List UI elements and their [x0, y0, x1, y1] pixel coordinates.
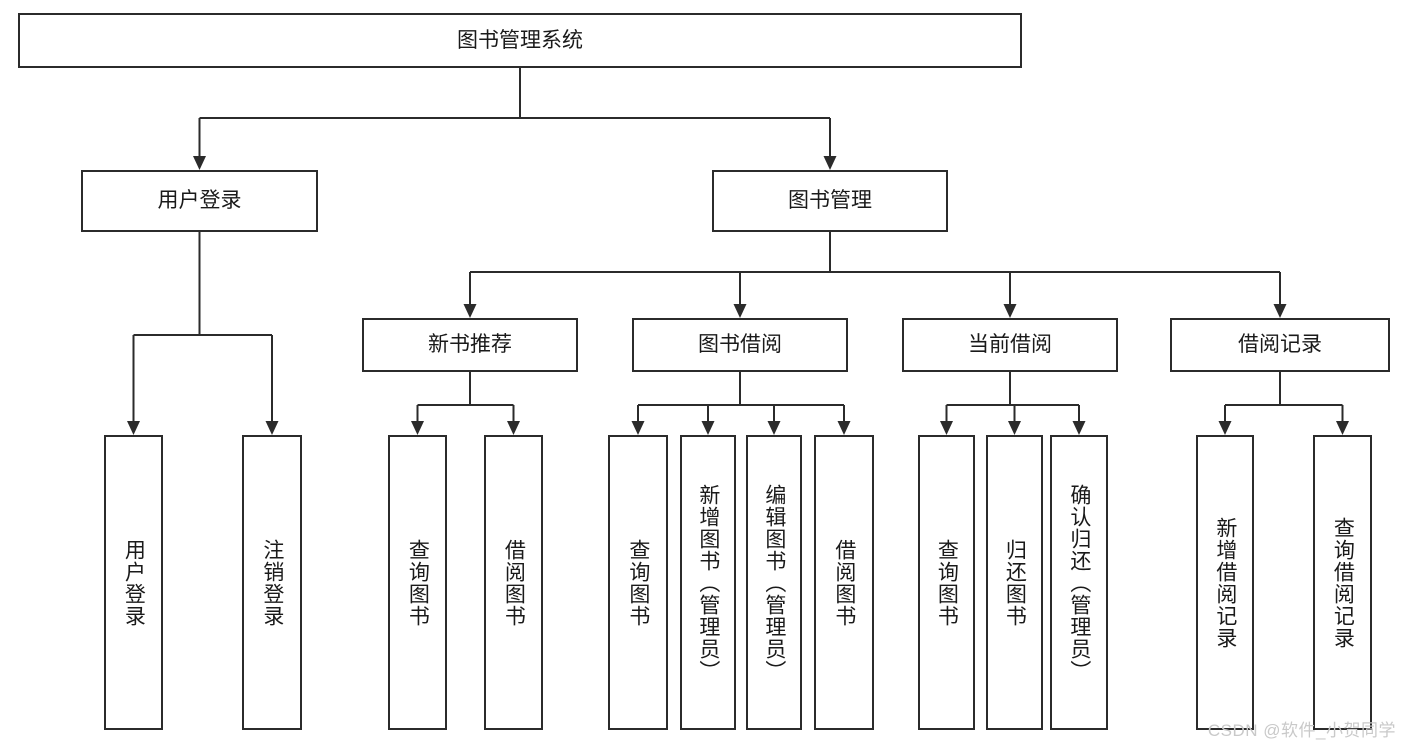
node-label: 借阅记录 [1238, 333, 1322, 357]
node-leaf-cb-return[interactable]: 归还图书 [986, 435, 1043, 730]
node-leaf-bb-borrow[interactable]: 借阅图书 [814, 435, 874, 730]
node-label: 新增图书（管理员） [696, 483, 720, 682]
node-label: 查询图书 [935, 538, 959, 627]
node-leaf-bb-query[interactable]: 查询图书 [608, 435, 668, 730]
node-label: 查询借阅记录 [1331, 516, 1355, 649]
node-leaf-user-logout[interactable]: 注销登录 [242, 435, 302, 730]
node-book-borrow[interactable]: 图书借阅 [632, 318, 848, 372]
node-new-book-rec[interactable]: 新书推荐 [362, 318, 578, 372]
node-leaf-br-add[interactable]: 新增借阅记录 [1196, 435, 1254, 730]
node-label: 用户登录 [157, 189, 242, 213]
node-label: 用户登录 [122, 538, 146, 627]
node-label: 借阅图书 [832, 538, 856, 627]
node-label: 图书管理 [788, 189, 872, 213]
node-leaf-cb-confirm[interactable]: 确认归还（管理员） [1050, 435, 1108, 730]
node-label: 新增借阅记录 [1213, 516, 1237, 649]
node-label: 新书推荐 [428, 333, 512, 357]
node-label: 借阅图书 [502, 538, 526, 627]
node-leaf-cb-query[interactable]: 查询图书 [918, 435, 975, 730]
node-current-borrow[interactable]: 当前借阅 [902, 318, 1118, 372]
node-user-login[interactable]: 用户登录 [81, 170, 318, 232]
node-label: 确认归还（管理员） [1067, 483, 1091, 682]
node-leaf-br-query[interactable]: 查询借阅记录 [1313, 435, 1372, 730]
node-label: 当前借阅 [968, 333, 1052, 357]
node-leaf-rec-query[interactable]: 查询图书 [388, 435, 447, 730]
node-root[interactable]: 图书管理系统 [18, 13, 1022, 68]
watermark: CSDN @软件_小贺同学 [1207, 721, 1396, 740]
node-leaf-user-login[interactable]: 用户登录 [104, 435, 163, 730]
node-leaf-bb-edit[interactable]: 编辑图书（管理员） [746, 435, 802, 730]
node-label: 图书借阅 [698, 333, 782, 357]
node-label: 编辑图书（管理员） [762, 483, 786, 682]
node-leaf-rec-borrow[interactable]: 借阅图书 [484, 435, 543, 730]
node-label: 查询图书 [406, 538, 430, 627]
node-label: 查询图书 [626, 538, 650, 627]
node-label: 归还图书 [1003, 538, 1027, 627]
node-leaf-bb-add[interactable]: 新增图书（管理员） [680, 435, 736, 730]
node-borrow-record[interactable]: 借阅记录 [1170, 318, 1390, 372]
node-book-manage[interactable]: 图书管理 [712, 170, 948, 232]
node-label: 注销登录 [260, 538, 284, 627]
node-label: 图书管理系统 [457, 28, 583, 52]
